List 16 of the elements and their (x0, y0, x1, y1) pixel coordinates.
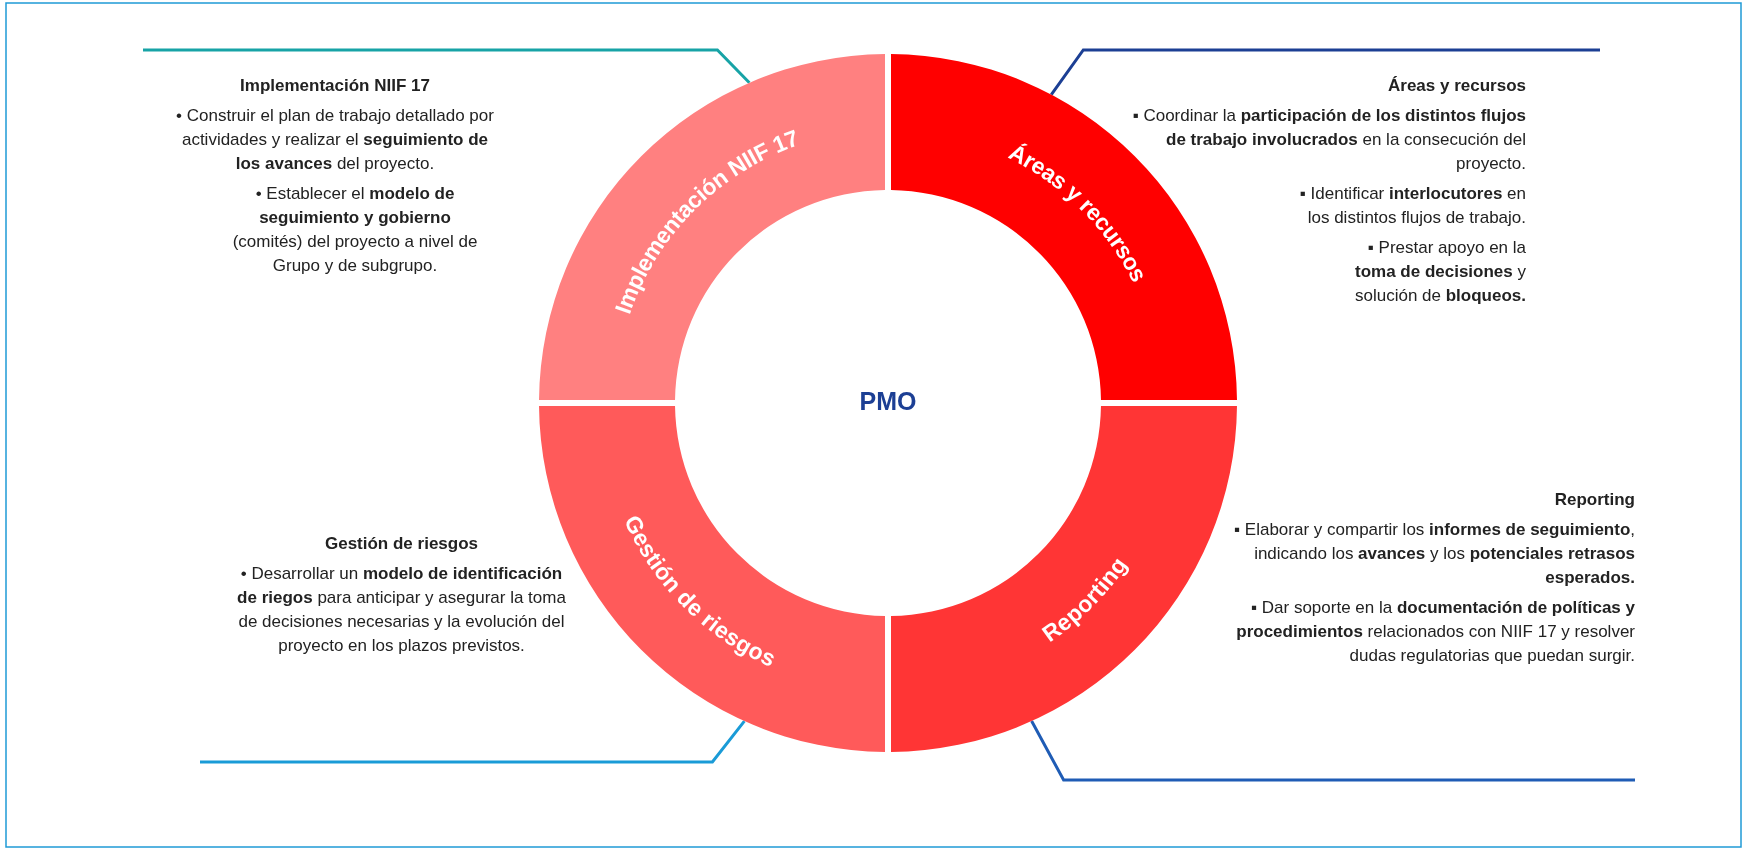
section-heading: Reporting (1553, 489, 1635, 511)
bullet-text: ▪ Elaborar y compartir los informes de seguimiento, indicando los avances y los potenciales retrasos esperados. (1234, 519, 1635, 589)
bullet-text: ▪ Dar soporte en la documentación de políticas y procedimientos relacionados con NIIF 17 y resolver dudas regulatorias que puedan surgir. (1235, 597, 1635, 667)
bullet-text: • Desarrollar un modelo de identificación de riegos para anticipar y asegurar la toma de decisiones necesarias y la evolución del proyecto en los plazos previstos. (236, 563, 567, 657)
connector-line (1030, 720, 1635, 782)
section-heading: Áreas y recursos (1387, 75, 1527, 97)
connector-line (200, 720, 746, 764)
bullet-text: ▪ Identificar interlocutores en los distintos flujos de trabajo. (1298, 183, 1526, 229)
connector-line (1050, 48, 1600, 96)
center-label: PMO (858, 387, 918, 416)
section-heading: Implementación NIIF 17 (239, 75, 431, 97)
connector-line (143, 48, 751, 84)
bullet-text: • Establecer el modelo de seguimiento y gobierno (comités) del proyecto a nivel de Grupo y de subgrupo. (231, 183, 479, 277)
bullet-text: ▪ Prestar apoyo en la toma de decisiones y solución de bloqueos. (1354, 237, 1526, 307)
bullet-text: ▪ Coordinar la participación de los distintos flujos de trabajo involucrados en la consecución del proyecto. (1131, 105, 1526, 175)
bullet-text: • Construir el plan de trabajo detallado por actividades y realizar el seguimiento de los avances del proyecto. (175, 105, 495, 175)
